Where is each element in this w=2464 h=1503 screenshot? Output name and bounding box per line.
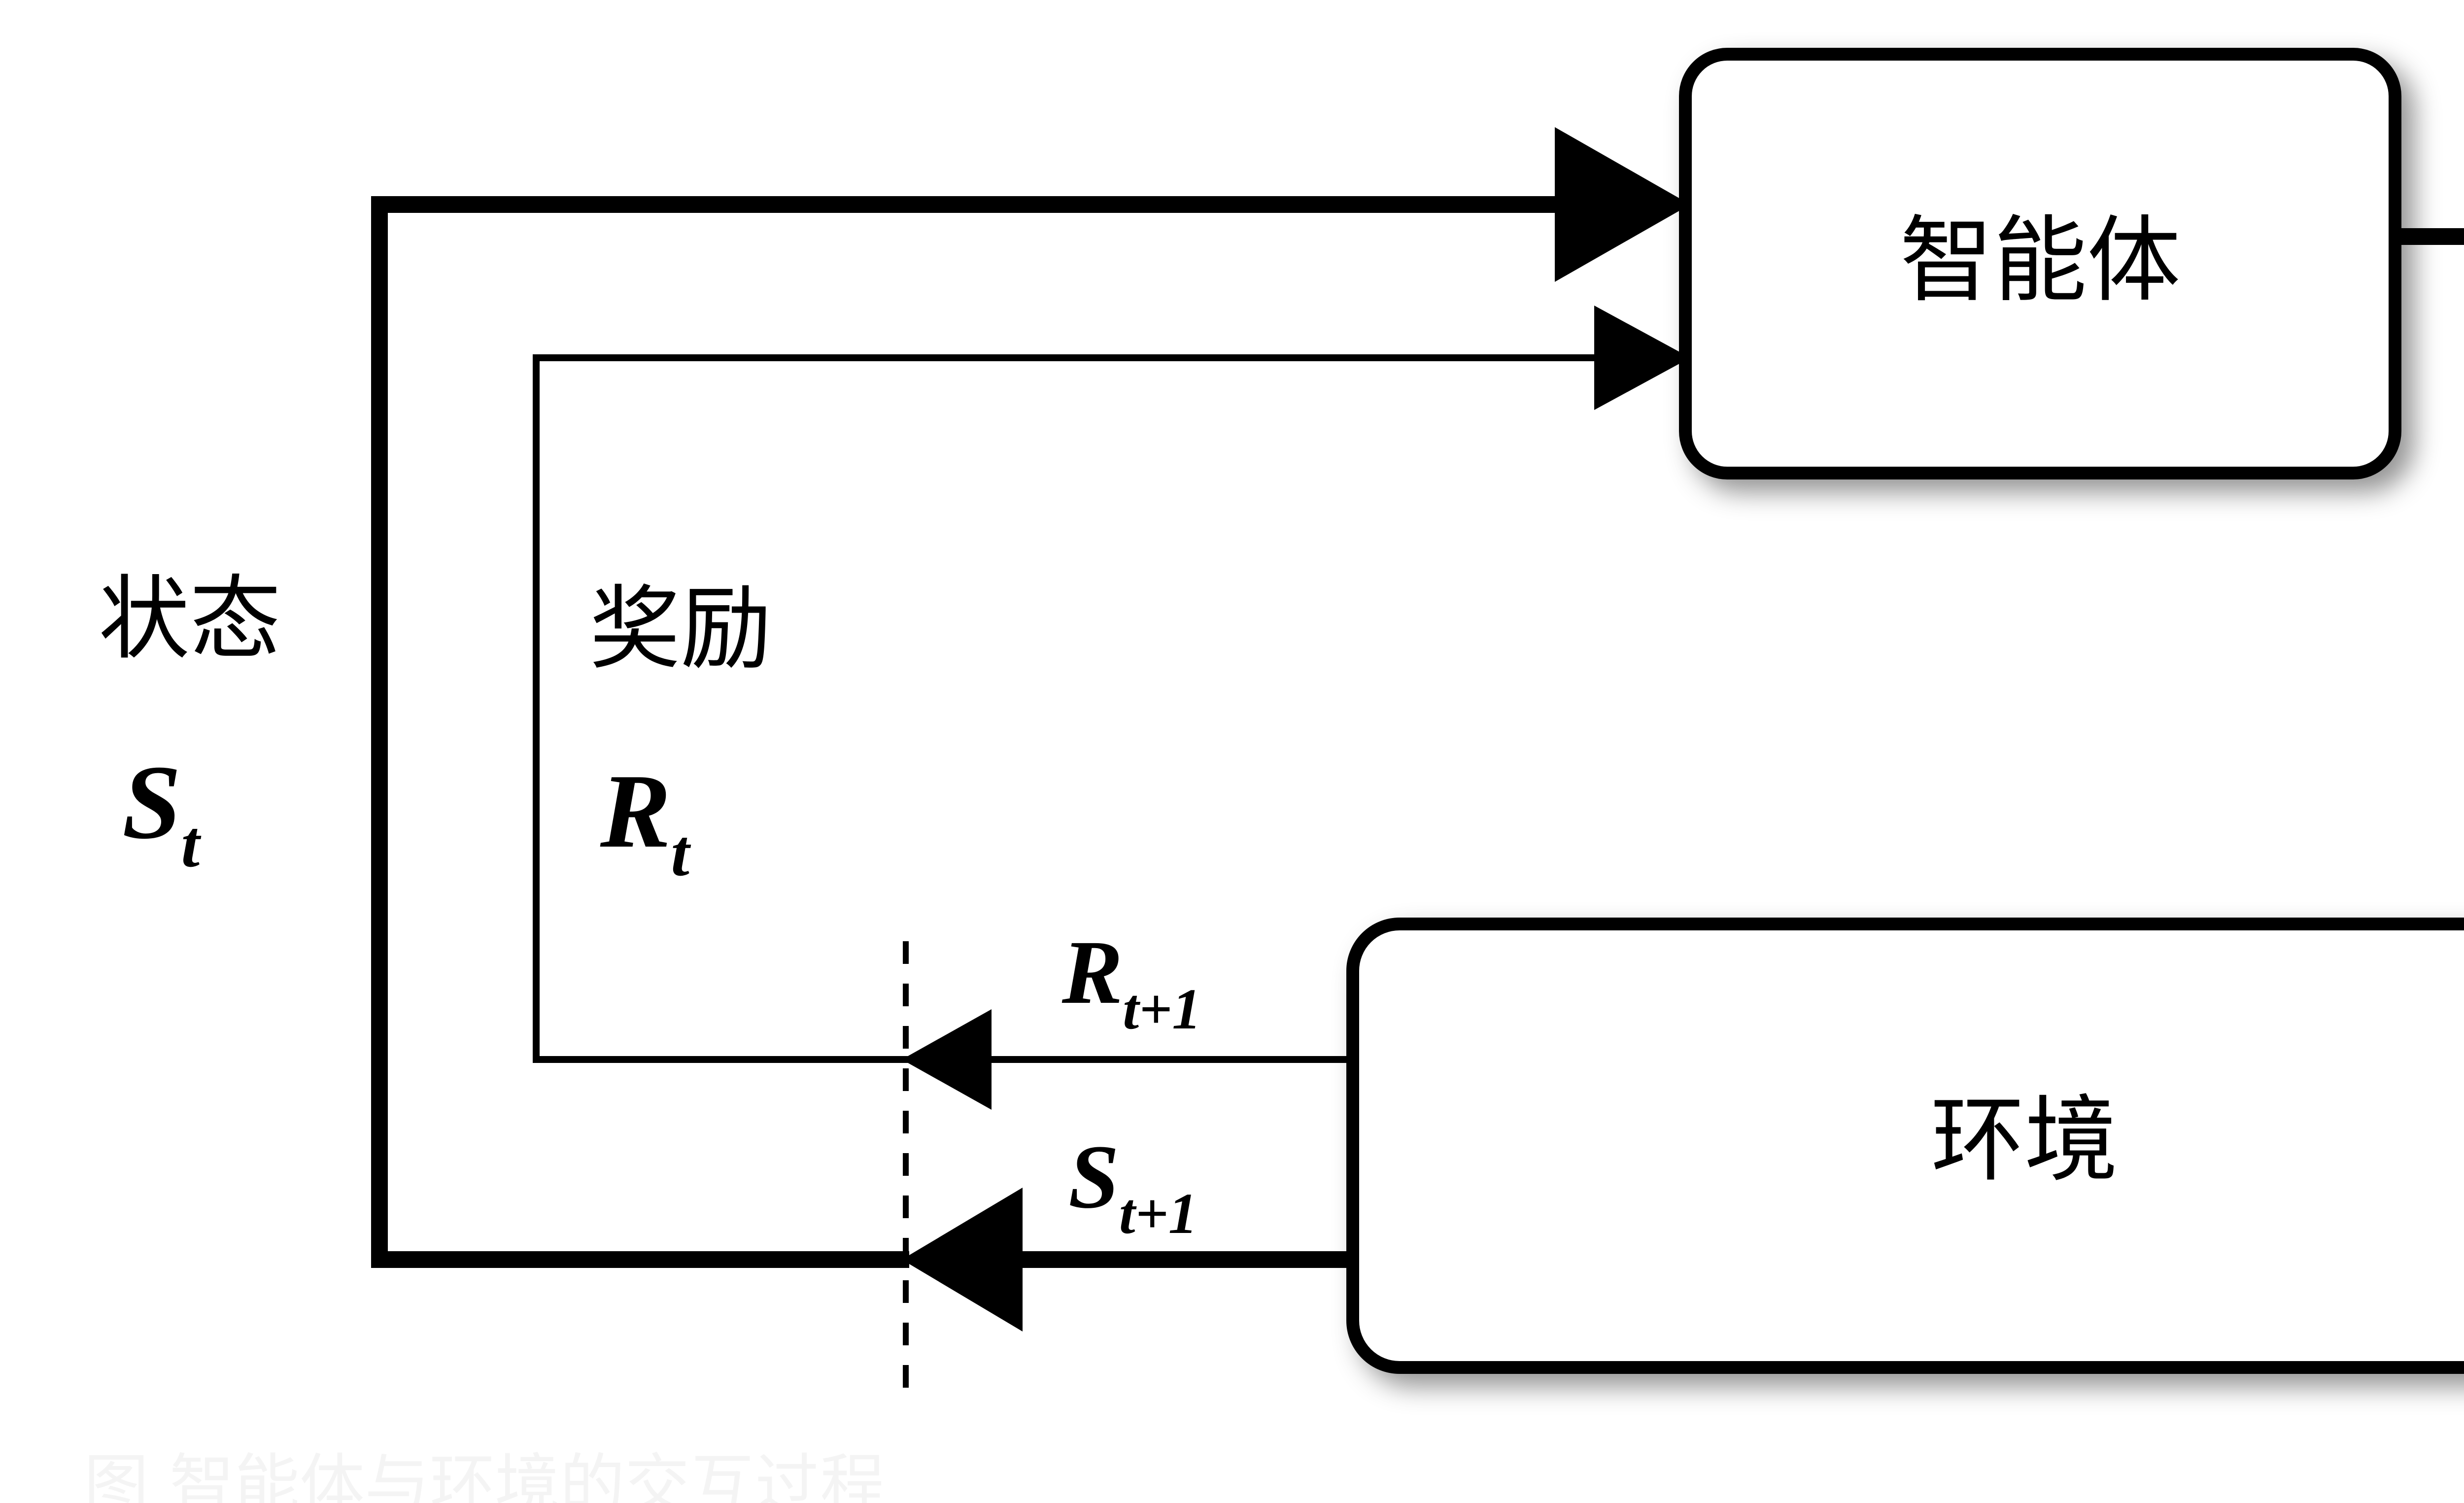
state-next-subscript: t+1 <box>1119 1181 1198 1246</box>
state-next-label: St+1 <box>1068 1127 1198 1246</box>
arrowhead-reward-to-agent <box>1594 306 1690 410</box>
reward-next-base: R <box>1061 922 1123 1023</box>
arrowhead-state-to-agent <box>1555 127 1690 282</box>
agent-box-label: 智能体 <box>1900 206 2181 315</box>
figure-caption: 图 智能体与环境的交互过程 <box>84 1447 885 1503</box>
arrowhead-state-emission <box>902 1188 1023 1332</box>
reward-next-label: Rt+1 <box>1061 922 1201 1041</box>
environment-box-label: 环境 <box>1931 1086 2118 1195</box>
environment-box[interactable]: 环境 <box>1346 918 2464 1374</box>
state-symbol-subscript: t <box>181 808 202 881</box>
agent-box[interactable]: 智能体 <box>1679 48 2401 479</box>
edge-reward-feedback <box>533 306 1690 1063</box>
edge-state-emission <box>902 1188 1354 1332</box>
reward-next-subscript: t+1 <box>1123 977 1201 1041</box>
reward-label-group: 奖励 Rt <box>589 576 772 890</box>
state-label-cjk: 状态 <box>99 566 281 672</box>
reward-label-symbol: Rt <box>600 752 691 890</box>
arrowhead-reward-emission <box>902 1009 992 1110</box>
environment-box-shape[interactable] <box>1346 918 2464 1374</box>
state-label-symbol: St <box>122 743 202 881</box>
state-next-base: S <box>1068 1127 1119 1228</box>
state-next-label-group: St+1 <box>1068 1127 1198 1246</box>
edge-state-feedback <box>371 127 1690 1268</box>
reward-symbol-base: R <box>600 752 671 870</box>
reward-symbol-subscript: t <box>671 817 691 890</box>
reward-label-cjk: 奖励 <box>589 576 772 682</box>
edge-reward-emission <box>902 1009 1354 1110</box>
reward-next-label-group: Rt+1 <box>1061 922 1201 1041</box>
state-label-group: 状态 St <box>99 566 281 881</box>
state-symbol-base: S <box>122 743 181 861</box>
agent-box-shape[interactable] <box>1679 48 2401 479</box>
